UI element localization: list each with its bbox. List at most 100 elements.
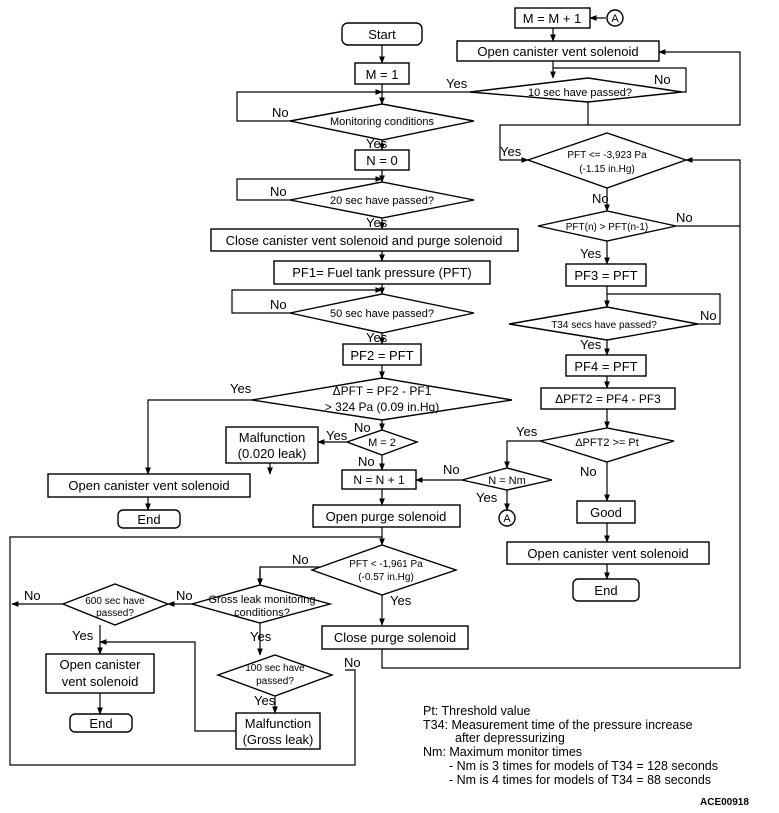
svg-text:ΔPFT2 >= Pt: ΔPFT2 >= Pt xyxy=(575,437,639,449)
connector-lines xyxy=(9,15,741,766)
node-close-both-solenoids: Close canister vent solenoid and purge s… xyxy=(210,228,519,252)
svg-text:PFT(n) > PFT(n-1): PFT(n) > PFT(n-1) xyxy=(566,222,649,233)
node-pf2: PF2 = PFT xyxy=(342,343,422,366)
decision-m-eq-2: M = 2 xyxy=(344,429,420,456)
svg-text:Yes: Yes xyxy=(516,424,538,439)
svg-text:Yes: Yes xyxy=(390,593,412,608)
svg-text:Monitoring conditions: Monitoring conditions xyxy=(330,116,434,128)
svg-text:Yes: Yes xyxy=(580,337,602,352)
svg-text:600 sec have: 600 sec have xyxy=(85,596,145,607)
branch-labels: No Yes No Yes No Yes Yes No Yes No No Ye… xyxy=(24,72,717,708)
decision-600-sec: 600 sec have passed? xyxy=(61,583,170,626)
decision-monitoring-conditions: Monitoring conditions xyxy=(289,103,475,141)
svg-text:End: End xyxy=(594,583,617,598)
svg-text:Yes: Yes xyxy=(366,136,388,151)
svg-text:PFT <= -3,923 Pa: PFT <= -3,923 Pa xyxy=(567,150,647,161)
svg-text:Yes: Yes xyxy=(230,381,252,396)
svg-text:No: No xyxy=(292,552,309,567)
svg-text:No: No xyxy=(344,655,361,670)
legend: Pt: Threshold value T34: Measurement tim… xyxy=(423,704,718,787)
svg-text:PF3 = PFT: PF3 = PFT xyxy=(574,268,637,283)
connector-a-top: A xyxy=(606,9,624,27)
svg-text:PFT < -1,961 Pa: PFT < -1,961 Pa xyxy=(349,559,423,570)
svg-text:- Nm is 3 times for models of: - Nm is 3 times for models of T34 = 128 … xyxy=(449,759,718,773)
svg-text:N = N + 1: N = N + 1 xyxy=(353,473,405,487)
svg-text:Yes: Yes xyxy=(250,629,272,644)
svg-text:No: No xyxy=(592,191,609,206)
node-end-right: End xyxy=(572,578,640,602)
node-good: Good xyxy=(576,500,636,524)
svg-text:No: No xyxy=(676,210,693,225)
node-end-small: End xyxy=(69,713,133,733)
svg-text:PF4 = PFT: PF4 = PFT xyxy=(574,359,637,374)
node-open-vent-top: Open canister vent solenoid xyxy=(456,40,660,62)
svg-text:N = Nm: N = Nm xyxy=(488,475,526,487)
node-m-eq-1: M = 1 xyxy=(354,62,410,85)
svg-text:No: No xyxy=(700,308,717,323)
svg-text:passed?: passed? xyxy=(96,608,134,619)
svg-text:T34: Measurement time of the p: T34: Measurement time of the pressure in… xyxy=(423,718,693,732)
svg-text:End: End xyxy=(89,716,112,731)
svg-text:Yes: Yes xyxy=(366,215,388,230)
node-malfunction-gross: Malfunction (Gross leak) xyxy=(235,712,321,750)
svg-text:Start: Start xyxy=(368,27,396,42)
node-open-purge: Open purge solenoid xyxy=(312,504,461,528)
svg-text:Open canister vent solenoid: Open canister vent solenoid xyxy=(68,478,229,493)
node-open-vent-left: Open canister vent solenoid xyxy=(47,473,251,498)
decision-dpft2-pt: ΔPFT2 >= Pt xyxy=(539,427,675,463)
node-pf1: PF1= Fuel tank pressure (PFT) xyxy=(273,260,491,285)
svg-text:Yes: Yes xyxy=(476,490,498,505)
svg-text:ΔPFT2 = PF4 - PF3: ΔPFT2 = PF4 - PF3 xyxy=(555,392,661,406)
figure-code: ACE00918 xyxy=(700,797,749,808)
svg-text:Malfunction: Malfunction xyxy=(245,716,311,731)
svg-text:N = 0: N = 0 xyxy=(366,153,397,168)
svg-text:No: No xyxy=(176,588,193,603)
svg-text:(Gross leak): (Gross leak) xyxy=(243,732,314,747)
svg-text:50 sec have passed?: 50 sec have passed? xyxy=(330,308,434,320)
node-m-plus-1: M = M + 1 xyxy=(514,7,591,29)
svg-text:A: A xyxy=(503,513,511,525)
svg-text:ΔPFT = PF2 - PF1: ΔPFT = PF2 - PF1 xyxy=(333,384,432,398)
decision-pft-compare: PFT(n) > PFT(n-1) xyxy=(537,210,677,242)
svg-text:No: No xyxy=(272,105,289,120)
svg-text:vent solenoid: vent solenoid xyxy=(62,674,139,689)
node-n-plus-1: N = N + 1 xyxy=(341,469,417,490)
svg-text:Yes: Yes xyxy=(580,246,602,261)
svg-text:Good: Good xyxy=(590,505,622,520)
decision-gross-leak-conditions: Gross leak monitoring conditions? xyxy=(189,584,333,624)
svg-text:M = M + 1: M = M + 1 xyxy=(523,11,582,26)
node-open-vent-right: Open canister vent solenoid xyxy=(506,541,710,565)
svg-text:> 324 Pa (0.09 in.Hg): > 324 Pa (0.09 in.Hg) xyxy=(325,400,439,414)
svg-text:No: No xyxy=(354,420,371,435)
svg-text:20 sec have passed?: 20 sec have passed? xyxy=(330,195,434,207)
svg-text:Yes: Yes xyxy=(366,330,388,345)
svg-text:Open canister vent solenoid: Open canister vent solenoid xyxy=(477,44,638,59)
decision-t34: T34 secs have passed? xyxy=(508,306,699,341)
svg-text:conditions?: conditions? xyxy=(234,607,290,619)
svg-text:Gross leak monitoring: Gross leak monitoring xyxy=(209,594,316,606)
node-start: Start xyxy=(341,22,423,46)
svg-text:after depressurizing: after depressurizing xyxy=(455,731,565,745)
svg-text:No: No xyxy=(580,464,597,479)
svg-text:No: No xyxy=(270,184,287,199)
svg-text:No: No xyxy=(24,588,41,603)
svg-text:No: No xyxy=(654,72,671,87)
decision-pft-3923: PFT <= -3,923 Pa (-1.15 in.Hg) xyxy=(525,132,689,189)
svg-text:Yes: Yes xyxy=(446,76,468,91)
svg-text:Open canister: Open canister xyxy=(60,657,142,672)
svg-text:(-0.57 in.Hg): (-0.57 in.Hg) xyxy=(358,572,414,583)
node-n-eq-0: N = 0 xyxy=(354,149,410,171)
svg-text:passed?: passed? xyxy=(256,676,294,687)
node-open-vent-small: Open canister vent solenoid xyxy=(45,653,155,694)
svg-text:Close canister vent solenoid a: Close canister vent solenoid and purge s… xyxy=(226,233,503,248)
node-dpft2: ΔPFT2 = PF4 - PF3 xyxy=(540,387,676,410)
svg-text:Yes: Yes xyxy=(500,144,522,159)
svg-text:- Nm is 4 times for models of: - Nm is 4 times for models of T34 = 88 s… xyxy=(449,773,711,787)
svg-text:M = 2: M = 2 xyxy=(368,437,396,449)
svg-text:Malfunction: Malfunction xyxy=(239,430,305,445)
decision-20-sec: 20 sec have passed? xyxy=(289,181,475,219)
svg-text:Yes: Yes xyxy=(326,428,348,443)
svg-text:PF1= Fuel tank pressure (PFT): PF1= Fuel tank pressure (PFT) xyxy=(292,265,472,280)
svg-text:Nm: Maximum monitor times: Nm: Maximum monitor times xyxy=(423,745,582,759)
